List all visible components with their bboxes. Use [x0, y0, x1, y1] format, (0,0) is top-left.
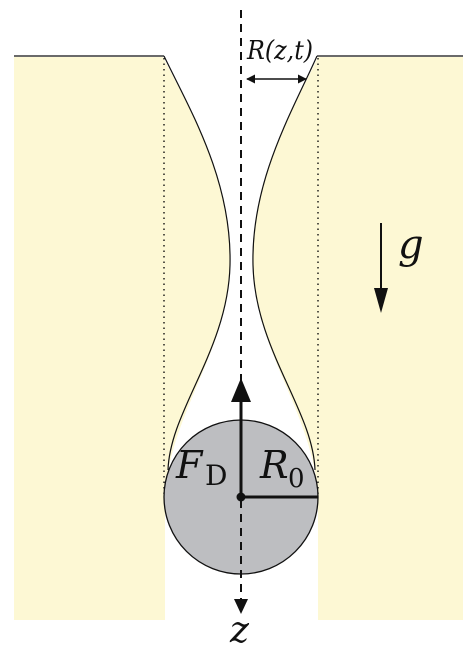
label-drag-force: F [175, 443, 204, 487]
gravity-arrowhead [374, 288, 388, 313]
label-drag-force-sub: D [205, 459, 227, 492]
label-vertical-axis: z [229, 610, 250, 651]
label-sphere-radius-sub: 0 [288, 464, 305, 494]
label-sphere-radius: R [259, 443, 289, 487]
cavity-wall-right [252, 55, 318, 471]
cavity-wall-left [163, 55, 231, 471]
axis-arrowhead [234, 599, 248, 614]
fluid-region [14, 57, 463, 620]
label-gravity: g [398, 222, 424, 268]
sphere-center-dot [236, 492, 246, 502]
drag-force-arrowhead [231, 378, 251, 402]
label-radius-function: R(z,t) [246, 36, 313, 66]
